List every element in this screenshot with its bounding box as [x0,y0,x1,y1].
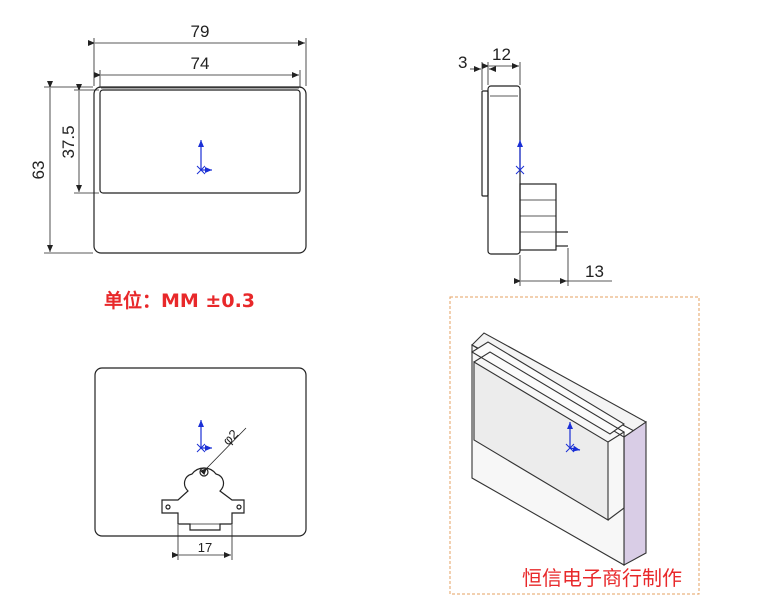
front-window [99,89,301,194]
iso-side-face [623,420,647,566]
dim-text-63: 63 [29,161,48,180]
iso-view-frame [449,296,700,595]
dim-text-37-5: 37.5 [59,125,78,158]
back-axis-icon [196,420,212,453]
side-body [487,85,521,255]
unit-tolerance-label: 单位：MM ±0.3 [104,290,256,312]
dim-window-height [74,84,99,194]
dim-rear-depth [514,248,612,286]
dim-overall-width [88,38,307,86]
front-outer-body [93,86,307,254]
front-view [93,86,307,254]
side-rear-block [519,183,557,251]
iso-axis-icon [565,422,581,453]
dim-side-top [470,62,521,90]
dim-bracket-width [172,525,233,560]
bracket-hole-left [165,504,171,510]
origin-axis-icon [196,140,212,175]
dim-overall-height [44,81,93,254]
iso-view [470,332,647,566]
dim-text-74: 74 [191,54,210,73]
mounting-bracket [161,467,245,531]
side-view [481,85,568,255]
side-bezel [481,90,489,197]
dim-text-12: 12 [492,45,511,64]
mounting-hole [199,467,209,477]
dim-text-phi2: φ2 [220,426,242,448]
bracket-hole-right [236,504,242,510]
back-outer-body [94,367,307,537]
dim-text-17: 17 [198,540,212,555]
maker-label: 恒信电子商行制作 [522,566,682,590]
dim-text-79: 79 [191,22,210,41]
side-axis-icon [515,140,525,175]
dim-text-3: 3 [458,53,467,72]
dim-window-width [94,70,301,88]
dim-hole-leader [199,427,247,476]
back-view [94,367,307,537]
dim-text-13: 13 [585,262,604,281]
